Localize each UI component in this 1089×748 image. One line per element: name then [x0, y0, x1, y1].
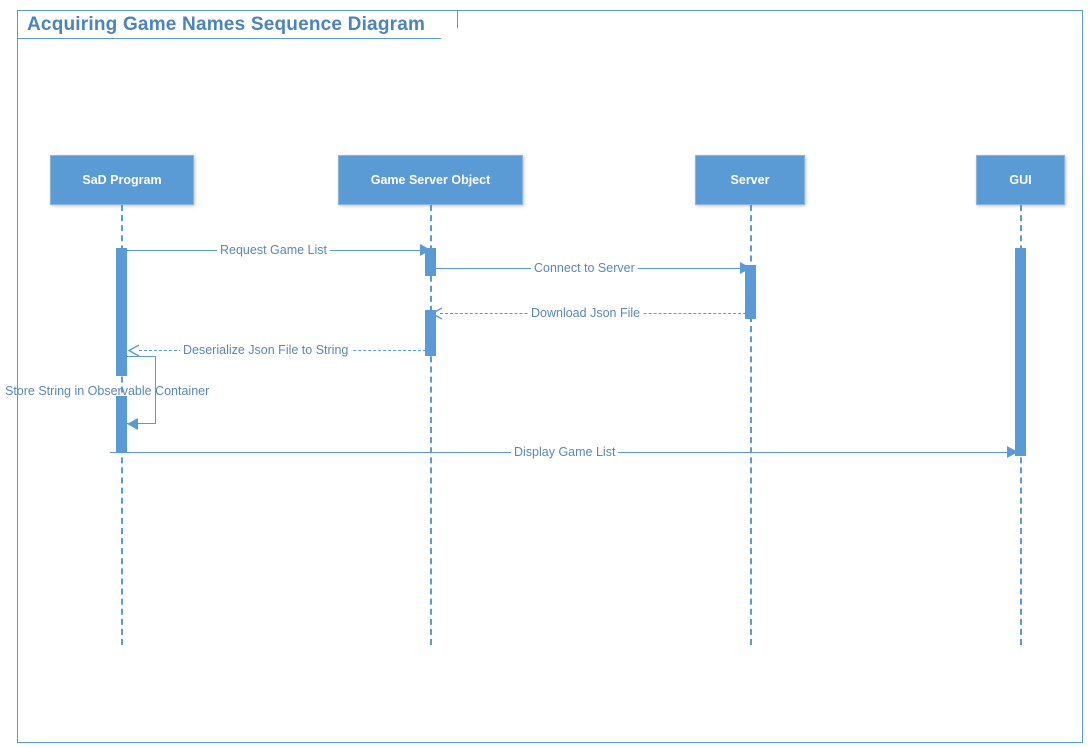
- diagram-frame: [17, 10, 1083, 743]
- lifeline-head-label: GUI: [1009, 173, 1032, 187]
- activation-sad-1: [116, 248, 127, 376]
- lifeline-head-server[interactable]: Server: [695, 155, 805, 205]
- message-label-download-json-file: Download Json File: [528, 306, 644, 320]
- arrowhead-download-json-file: [430, 307, 443, 320]
- message-label-connect-to-server: Connect to Server: [531, 261, 638, 275]
- message-label-deserialize-json-file: Deserialize Json File to String: [180, 343, 352, 357]
- lifeline-head-label: Game Server Object: [370, 173, 491, 187]
- arrowhead-store-string: [127, 418, 138, 430]
- lifeline-server: [750, 205, 752, 645]
- lifeline-head-label: SaD Program: [82, 173, 162, 187]
- activation-gui: [1015, 248, 1026, 456]
- arrowhead-request-game-list: [420, 244, 431, 256]
- message-label-store-string: Store String in Observable Container: [5, 384, 210, 398]
- message-label-display-game-list: Display Game List: [511, 445, 619, 459]
- lifeline-head-sad[interactable]: SaD Program: [50, 155, 194, 205]
- lifeline-head-gso[interactable]: Game Server Object: [338, 155, 523, 205]
- page-title: Acquiring Game Names Sequence Diagram: [27, 14, 426, 35]
- arrowhead-connect-to-server: [740, 262, 751, 274]
- message-label-request-game-list: Request Game List: [217, 243, 330, 257]
- activation-sad-2: [116, 396, 127, 453]
- self-message-loop-store-string: [127, 356, 156, 424]
- lifeline-head-label: Server: [730, 173, 770, 187]
- arrowhead-display-game-list: [1007, 446, 1018, 458]
- activation-gso-2: [425, 310, 436, 356]
- lifeline-gso: [430, 205, 432, 645]
- diagram-title-tab: [17, 10, 458, 39]
- arrowhead-deserialize-json-file: [127, 344, 140, 357]
- lifeline-head-gui[interactable]: GUI: [976, 155, 1065, 205]
